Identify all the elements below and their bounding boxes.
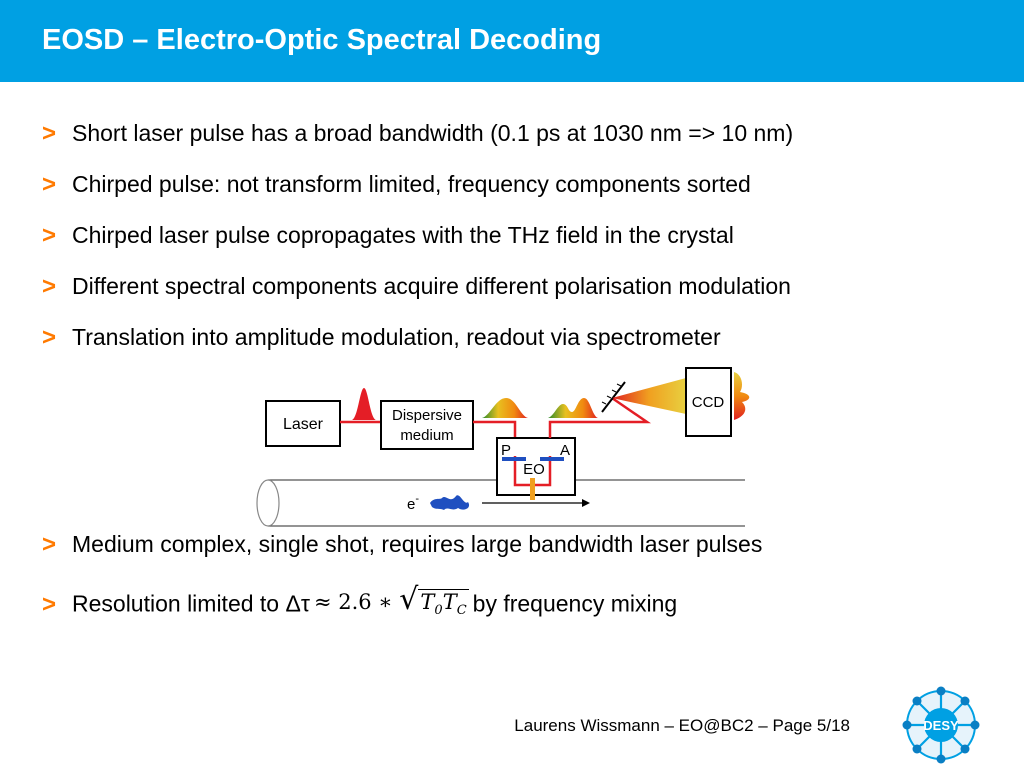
bullet-text: Different spectral components acquire di… [72,273,791,299]
ccd-spectrum-icon [734,372,750,420]
bullet-marker: > [42,222,57,249]
bullet-marker: > [42,324,57,351]
bullet-item: > Chirped pulse: not transform limited, f… [42,167,1002,218]
slide-header: EOSD – Electro-Optic Spectral Decoding [0,0,1024,82]
bullet-text: Chirped pulse: not transform limited, fr… [72,171,751,197]
dispersive-label-2: medium [400,427,453,444]
bullet-text: Medium complex, single shot, requires la… [72,531,763,557]
output-beam [548,396,652,438]
bullet-text: Translation into amplitude modulation, r… [72,324,721,350]
bullet-text: Chirped laser pulse copropagates with th… [72,222,734,248]
bullet-item: > Translation into amplitude modulation, … [42,320,1002,371]
polarizer-label: P [501,442,511,459]
eo-crystal [530,478,535,500]
bullet-item: > Short laser pulse has a broad bandwidth… [42,116,1002,167]
bullet-text: Short laser pulse has a broad bandwidth … [72,120,794,146]
eosd-setup-diagram: Laser Dispersive medium P A EO CCD e- [256,367,750,527]
dispersive-medium-box [380,400,474,450]
laser-label: Laser [283,416,324,433]
modulated-pulse-icon [548,398,598,418]
bullet-list-lower: > Medium complex, single shot, requires l… [42,524,1002,636]
bullet-item: > Chirped laser pulse copropagates with t… [42,218,1002,269]
electron-label: e- [407,493,419,513]
eo-crystal-box [496,437,576,496]
resolution-formula: ≈ 2.6 ∗ √T0TC [313,582,469,619]
bullet-text-suffix: by frequency mixing [472,590,678,617]
bullet-list: > Short laser pulse has a broad bandwidth… [42,116,1002,371]
spectral-cone [612,378,686,414]
bullet-marker: > [42,531,57,558]
direction-arrow [482,499,590,507]
desy-logo-text: DESY [923,718,959,733]
ccd-box [685,367,732,437]
slide-footer: Laurens Wissmann – EO@BC2 – Page 5/18 [514,716,850,735]
bullet-marker: > [42,273,57,300]
grating-icon [601,381,626,413]
bullet-marker: > [42,120,57,147]
chirped-pulse-icon [482,398,528,418]
bullet-marker: > [42,171,57,198]
bullet-text-prefix: Resolution limited to Δτ [72,590,310,617]
laser-box [265,400,341,447]
bullet-item: > Medium complex, single shot, requires l… [42,524,1002,580]
laser-pulse-icon [352,388,376,420]
ccd-label: CCD [692,394,725,411]
eo-label: EO [523,461,545,478]
electron-bunch-icon [430,495,470,510]
desy-logo: DESY [902,686,980,764]
bullet-marker: > [42,590,57,618]
slide-title: EOSD – Electro-Optic Spectral Decoding [42,24,602,56]
analyzer-label: A [560,442,570,459]
dispersive-label-1: Dispersive [392,407,462,424]
bullet-item: > Different spectral components acquire d… [42,269,1002,320]
